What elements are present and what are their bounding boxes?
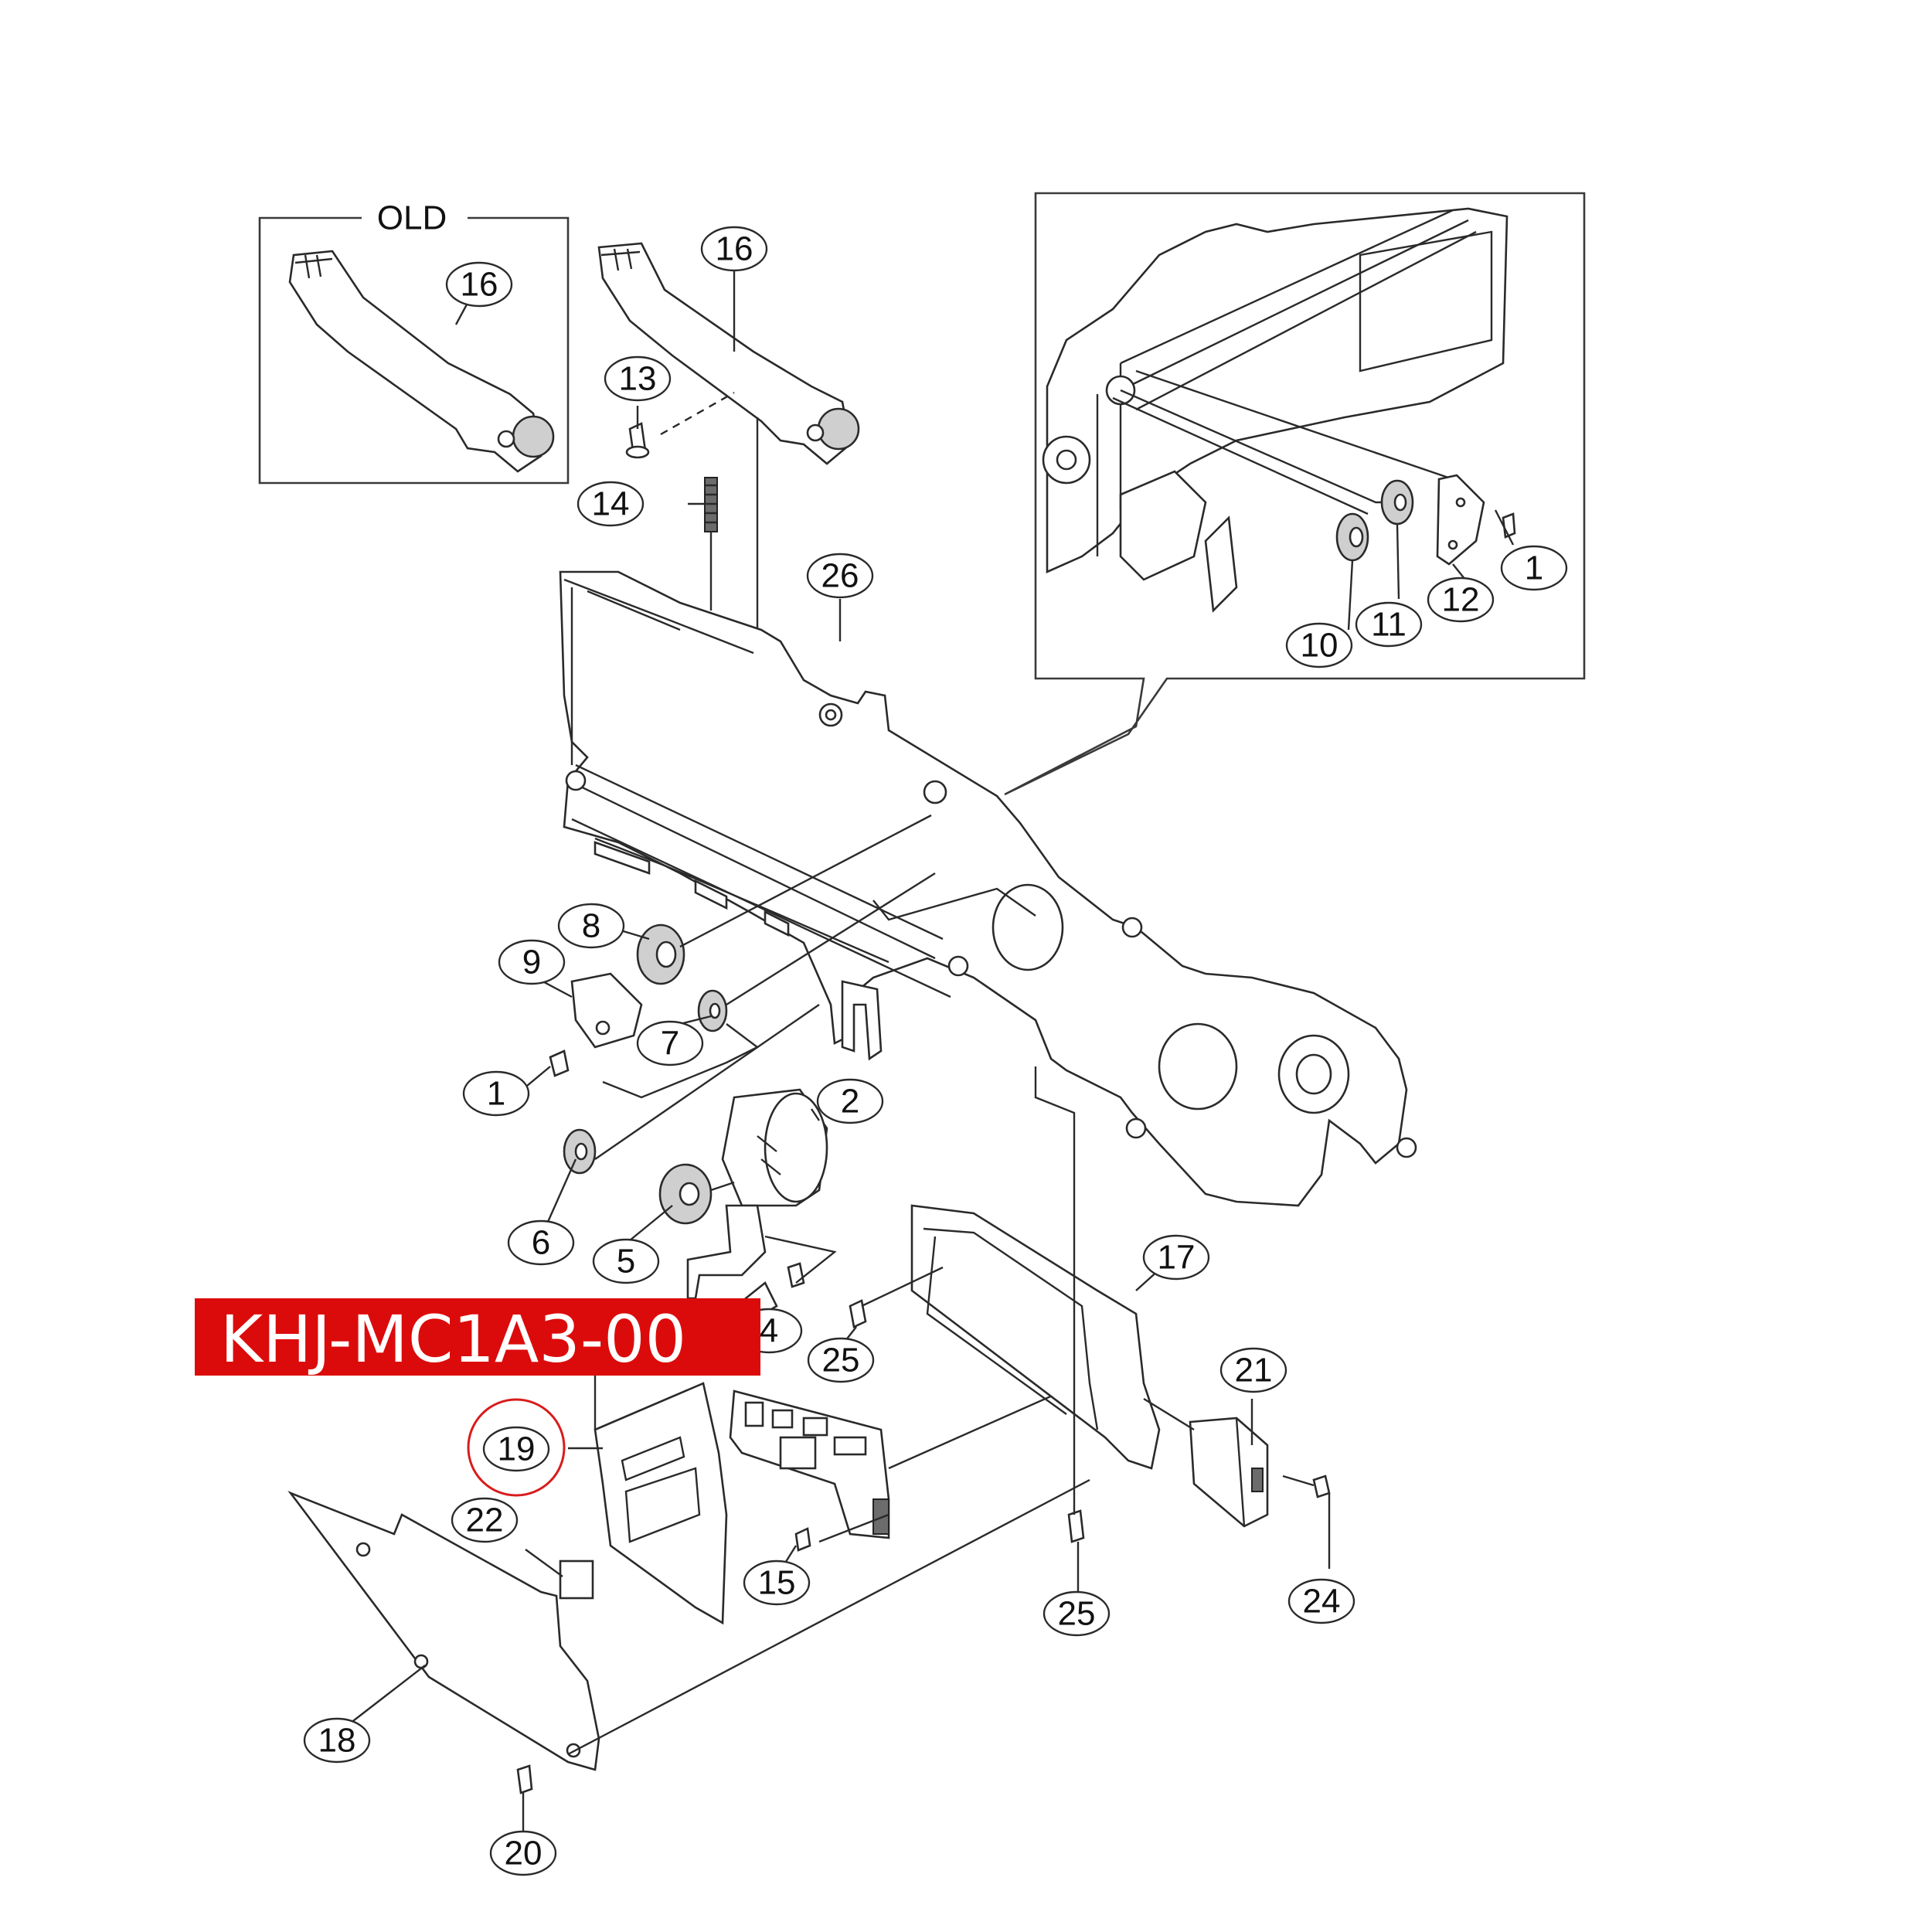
- screw-20: [516, 1764, 533, 1794]
- callout-8: 8: [557, 903, 625, 949]
- callout-14: 14: [577, 481, 645, 527]
- callout-1-inset: 1: [1500, 545, 1568, 591]
- bracket-9: [570, 972, 643, 1049]
- callout-9: 9: [498, 939, 566, 985]
- callout-16-new: 16: [700, 226, 768, 272]
- ribbon-cable: [686, 1204, 767, 1300]
- screw-24: [1312, 1475, 1331, 1498]
- svg-text:17: 17: [1158, 1239, 1196, 1277]
- callout-15: 15: [743, 1560, 811, 1606]
- callout-12: 12: [1427, 577, 1495, 623]
- lever-arm-16: [597, 242, 852, 465]
- screw-4: [787, 1262, 805, 1288]
- callout-2: 2: [816, 1078, 884, 1124]
- svg-text:1: 1: [1525, 549, 1543, 587]
- screw-25-a: [849, 1299, 867, 1328]
- screw-15: [794, 1527, 811, 1552]
- main-frame: [559, 570, 1417, 1207]
- svg-text:25: 25: [1058, 1595, 1096, 1633]
- svg-text:13: 13: [619, 360, 657, 398]
- svg-text:26: 26: [821, 557, 859, 595]
- callout-17: 17: [1142, 1234, 1210, 1281]
- callout-21: 21: [1219, 1347, 1287, 1393]
- highlight-ring: [467, 1398, 566, 1497]
- old-lever-arm: [288, 250, 543, 473]
- svg-text:19: 19: [498, 1430, 536, 1468]
- svg-text:22: 22: [466, 1502, 504, 1539]
- callout-22: 22: [451, 1497, 519, 1543]
- svg-text:9: 9: [522, 944, 541, 981]
- callout-10: 10: [1285, 622, 1353, 668]
- screw-25-b: [1067, 1509, 1085, 1543]
- svg-text:25: 25: [822, 1342, 860, 1379]
- svg-text:18: 18: [318, 1722, 356, 1760]
- callout-5: 5: [592, 1238, 660, 1284]
- bracket-12: [1436, 474, 1485, 566]
- motor-assembly: [658, 1088, 837, 1319]
- old-version-inset: OLD: [258, 199, 570, 485]
- svg-text:12: 12: [1442, 581, 1480, 619]
- leader-lines: [339, 270, 1515, 1732]
- callout-24: 24: [1287, 1578, 1355, 1624]
- callout-13: 13: [604, 355, 672, 402]
- svg-text:7: 7: [661, 1025, 679, 1063]
- left-loose-parts: [549, 814, 936, 1175]
- svg-text:1: 1: [487, 1075, 505, 1113]
- callout-25-lower: 25: [1043, 1590, 1111, 1637]
- side-plate-18: [287, 1491, 600, 1771]
- sheet-19: [594, 1382, 728, 1625]
- callout-7: 7: [636, 1020, 704, 1066]
- svg-text:16: 16: [716, 230, 753, 268]
- svg-text:5: 5: [617, 1243, 635, 1281]
- svg-text:21: 21: [1235, 1352, 1273, 1389]
- svg-text:15: 15: [758, 1564, 796, 1602]
- callout-16-old: 16: [445, 261, 513, 308]
- svg-text:6: 6: [532, 1224, 550, 1262]
- svg-text:11: 11: [1371, 606, 1406, 644]
- svg-text:14: 14: [592, 485, 630, 523]
- old-box-label: OLD: [377, 199, 447, 237]
- lever-gear: [817, 407, 860, 451]
- callout-6: 6: [507, 1219, 575, 1266]
- svg-text:20: 20: [505, 1835, 543, 1872]
- callout-18: 18: [303, 1717, 371, 1764]
- side-plate-assembly: [287, 1478, 1090, 1835]
- pad-22: [559, 1560, 594, 1600]
- callout-20: 20: [489, 1830, 557, 1876]
- old-lever-gear: [512, 415, 555, 458]
- svg-text:8: 8: [582, 907, 600, 945]
- svg-text:4: 4: [760, 1312, 778, 1350]
- callout-1-left: 1: [462, 1070, 530, 1117]
- svg-text:10: 10: [1301, 627, 1338, 665]
- svg-text:16: 16: [461, 266, 498, 304]
- detail-inset: [1004, 192, 1586, 796]
- cover-17: [910, 1204, 1161, 1470]
- callout-11: 11: [1355, 601, 1423, 648]
- part-number-text: KHJ-MC1A3-00: [220, 1301, 686, 1377]
- callout-25-upper: 25: [807, 1337, 875, 1383]
- callout-26: 26: [806, 553, 874, 599]
- feeder-body: [559, 570, 1408, 1207]
- callout-19: 19: [482, 1426, 550, 1472]
- board-assembly: [594, 1066, 1331, 1625]
- svg-text:24: 24: [1303, 1583, 1341, 1621]
- part-number-banner: KHJ-MC1A3-00: [195, 1298, 760, 1377]
- svg-text:2: 2: [841, 1083, 859, 1121]
